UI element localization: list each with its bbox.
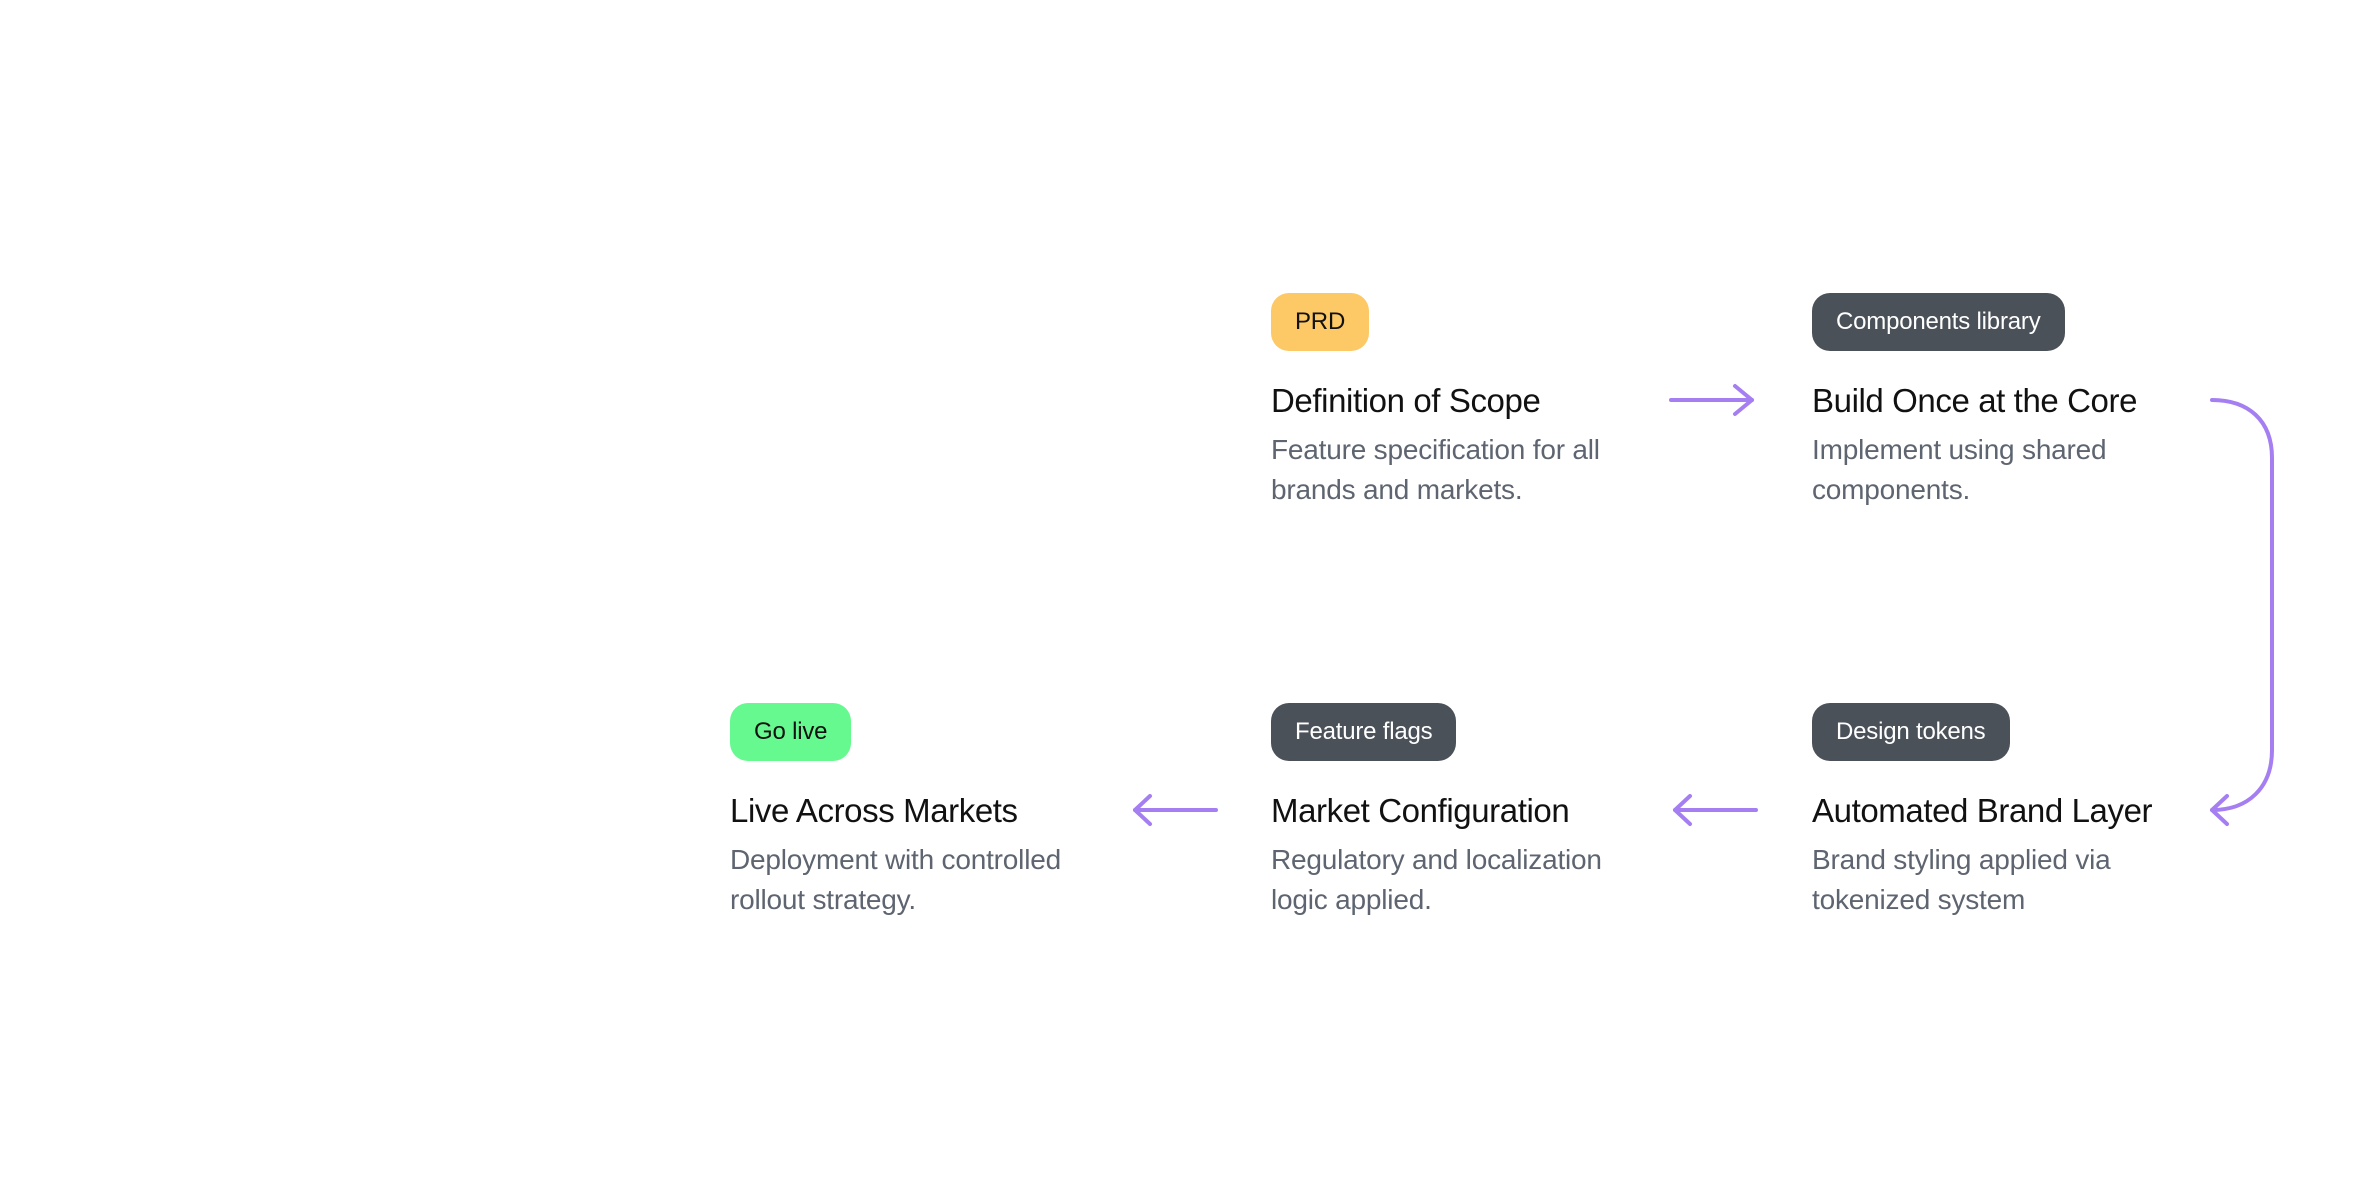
step-market-configuration: Feature flags Market Configuration Regul… [1271, 703, 1671, 920]
arrow-curve-core-to-brand [2210, 398, 2274, 826]
arrow-right-scope-to-core [1669, 384, 1754, 416]
step-automated-brand-layer: Design tokens Automated Brand Layer Bran… [1812, 703, 2212, 920]
step-definition-of-scope: PRD Definition of Scope Feature specific… [1271, 293, 1671, 510]
badge-components-library: Components library [1812, 293, 2065, 351]
step-title: Automated Brand Layer [1812, 792, 2153, 829]
step-description: Regulatory and localization logic applie… [1271, 844, 1602, 915]
step-title: Live Across Markets [730, 792, 1018, 829]
badge-feature-flags: Feature flags [1271, 703, 1457, 761]
step-description: Brand styling applied via tokenized syst… [1812, 844, 2111, 915]
step-live-across-markets: Go live Live Across Markets Deployment w… [730, 703, 1130, 920]
arrow-left-brand-to-market [1673, 794, 1758, 826]
step-build-once: Components library Build Once at the Cor… [1812, 293, 2212, 510]
step-description: Implement using shared components. [1812, 434, 2107, 505]
badge-design-tokens: Design tokens [1812, 703, 2010, 761]
arrow-left-market-to-live [1133, 794, 1218, 826]
step-description: Feature specification for all brands and… [1271, 434, 1600, 505]
step-description: Deployment with controlled rollout strat… [730, 844, 1061, 915]
step-title: Definition of Scope [1271, 382, 1541, 419]
badge-go-live: Go live [730, 703, 852, 761]
step-title: Build Once at the Core [1812, 382, 2138, 419]
badge-prd: PRD [1271, 293, 1370, 351]
step-title: Market Configuration [1271, 792, 1570, 829]
